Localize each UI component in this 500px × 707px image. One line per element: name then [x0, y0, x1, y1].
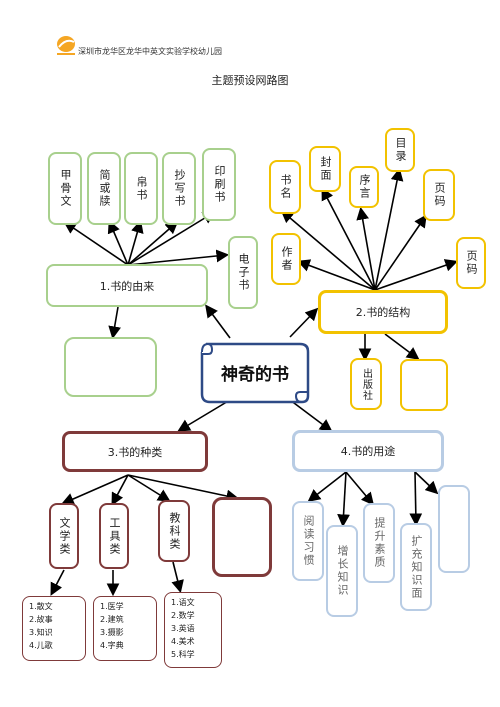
item-chaoxieshu: 抄写书 — [162, 152, 196, 225]
list-item: 3.英语 — [171, 624, 195, 633]
literature-list: 1.散文 2.故事 3.知识 4.儿歌 — [22, 596, 86, 661]
item-gongjulei: 工具类 — [99, 503, 129, 569]
list-item: 4.字典 — [100, 641, 124, 650]
item-kuochong: 扩充知识面 — [400, 523, 432, 611]
list-item: 3.摄影 — [100, 628, 124, 637]
list-item: 4.儿歌 — [29, 641, 53, 650]
branch-4-uses: 4.书的用途 — [292, 430, 444, 472]
item-wenxuelei: 文学类 — [49, 503, 79, 569]
list-item: 1.散文 — [29, 602, 53, 611]
empty-green-box — [64, 337, 157, 397]
item-chubanshe: 出版社 — [350, 358, 382, 410]
center-topic-label: 神奇的书 — [221, 364, 289, 385]
scroll-icon — [200, 342, 310, 404]
list-item: 4.美术 — [171, 637, 195, 646]
empty-yellow-box — [400, 359, 448, 411]
tools-list: 1.医学 2.建筑 3.摄影 4.字典 — [93, 596, 157, 661]
item-xuyan: 序言 — [349, 166, 379, 208]
item-mulu: 目录 — [385, 128, 415, 172]
center-topic-scroll: 神奇的书 — [196, 338, 314, 406]
item-yema-top: 页码 — [423, 169, 455, 221]
school-name: 深圳市龙华区龙华中英文实验学校幼儿园 — [78, 47, 222, 56]
item-jiandu: 简或牍 — [87, 152, 121, 225]
branch-1-origin: 1.书的由来 — [46, 264, 208, 307]
item-jiaokelei: 教科类 — [158, 500, 190, 562]
textbook-list: 1.语文 2.数学 3.英语 4.美术 5.科学 — [164, 592, 222, 668]
branch-2-structure: 2.书的结构 — [318, 290, 448, 334]
list-item: 1.医学 — [100, 602, 124, 611]
list-item: 1.语文 — [171, 598, 195, 607]
school-logo — [57, 36, 75, 55]
item-yinshuashu: 印刷书 — [202, 148, 236, 221]
list-item: 5.科学 — [171, 650, 195, 659]
item-zuozhe: 作者 — [271, 233, 301, 285]
item-yuedu: 阅读习惯 — [292, 501, 324, 581]
item-boshu: 帛书 — [124, 152, 158, 225]
list-item: 2.故事 — [29, 615, 53, 624]
list-item: 3.知识 — [29, 628, 53, 637]
item-shuming: 书名 — [269, 160, 301, 214]
item-zengzhang: 增长知识 — [326, 525, 358, 617]
item-tisheng: 提升素质 — [363, 503, 395, 583]
item-dianzishu: 电子书 — [228, 236, 258, 309]
branch-3-types: 3.书的种类 — [62, 431, 208, 472]
item-fengmian: 封面 — [309, 146, 341, 192]
list-item: 2.建筑 — [100, 615, 124, 624]
empty-red-box — [212, 497, 272, 577]
item-jiaguwen: 甲骨文 — [48, 152, 82, 225]
page-title: 主题预设网路图 — [211, 74, 289, 87]
item-yema-right: 页码 — [456, 237, 486, 289]
empty-blue-box — [438, 485, 470, 573]
list-item: 2.数学 — [171, 611, 195, 620]
